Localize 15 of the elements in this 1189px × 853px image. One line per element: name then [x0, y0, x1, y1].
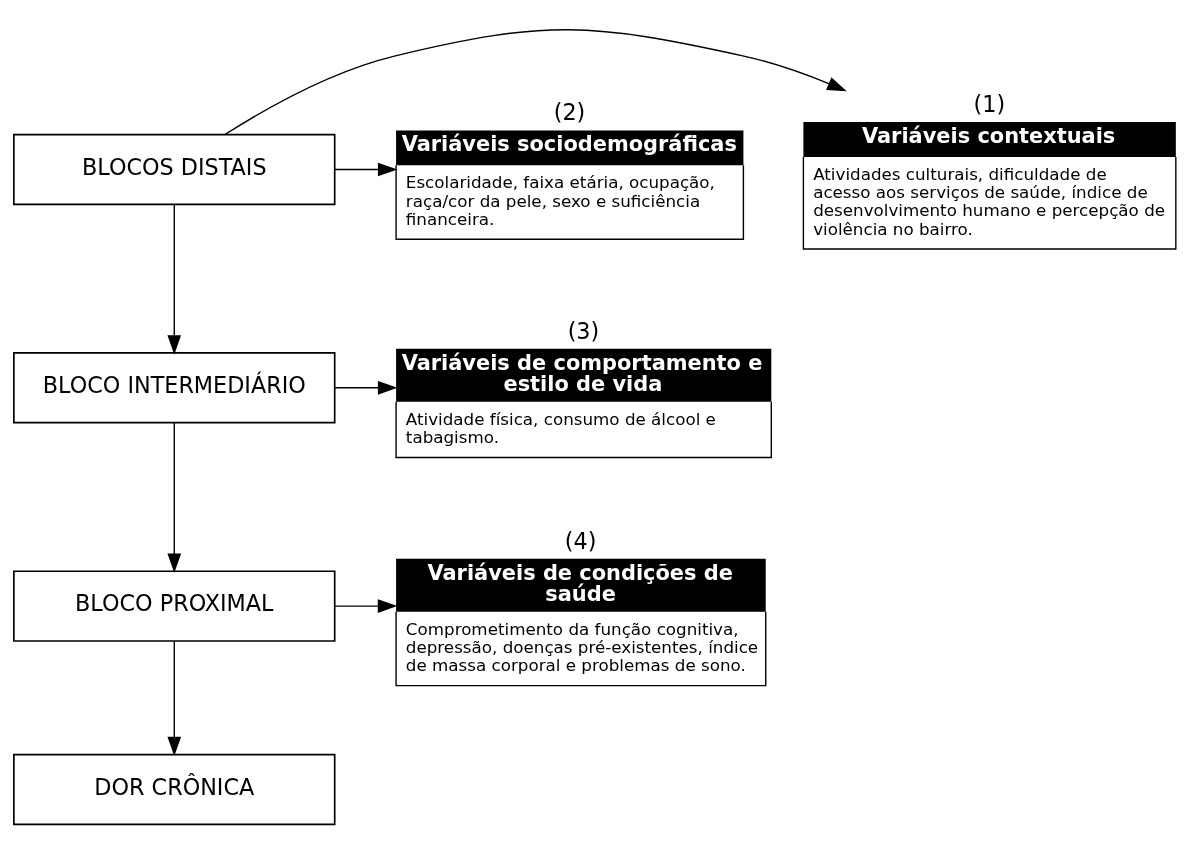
node-box: BLOCO INTERMEDIÁRIO [13, 351, 336, 423]
node-label: (3) [567, 317, 600, 344]
arrow [224, 28, 847, 135]
node-box: BLOCO PROXIMAL [13, 569, 336, 642]
arrow [334, 162, 398, 176]
arrow [167, 421, 182, 573]
node-label: (1) [973, 90, 1006, 117]
node-label: (2) [553, 98, 586, 125]
arrow [167, 203, 182, 355]
node-box: BLOCOS DISTAIS [13, 133, 336, 205]
node-box: DOR CRÔNICA [13, 753, 336, 825]
arrow [167, 639, 182, 756]
arrow [334, 380, 398, 395]
arrow [334, 598, 398, 613]
node-label: (4) [564, 527, 597, 554]
